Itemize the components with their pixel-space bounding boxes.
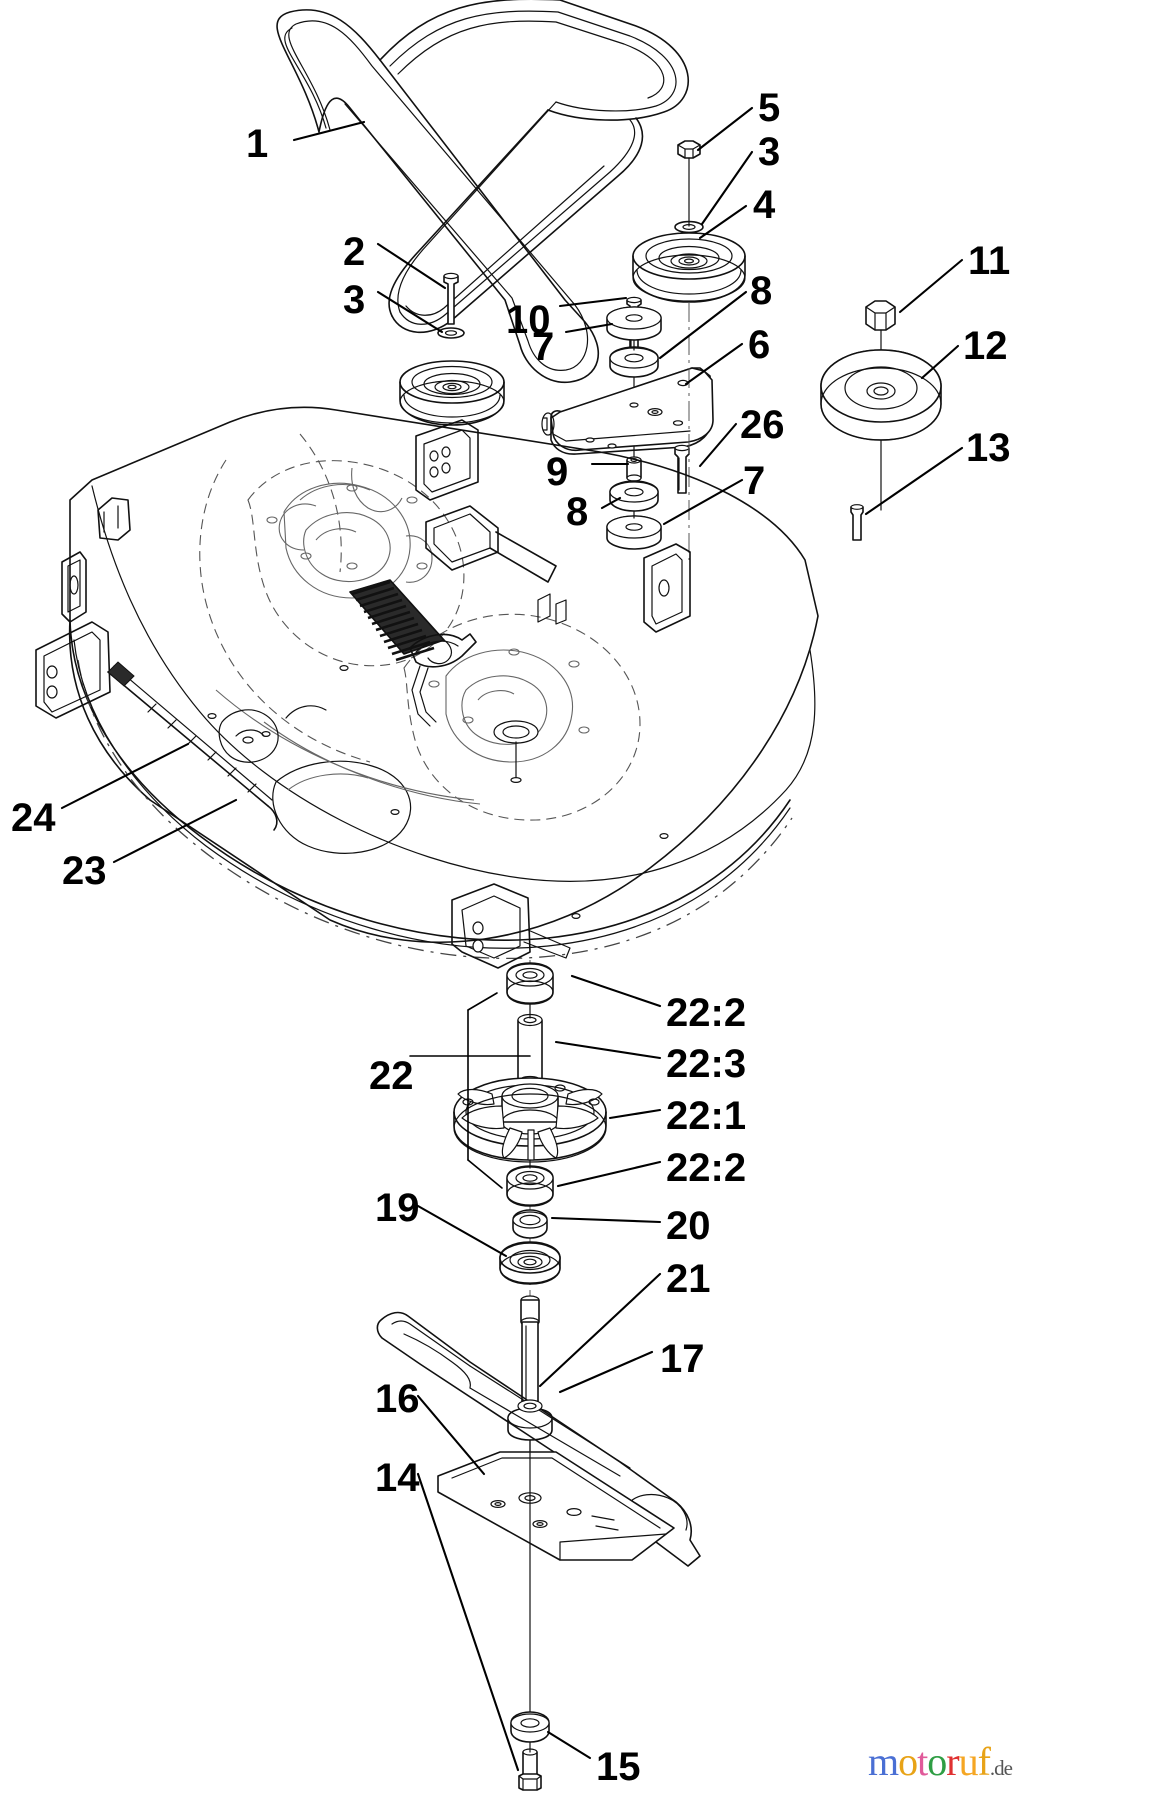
watermark-letter-o2: o [927,1739,947,1784]
part-cutting-blade-17 [376,1311,701,1567]
callout-23: 23 [62,849,107,893]
callout-12: 12 [963,324,1008,368]
part-carriage-bolt-26 [674,444,690,494]
callout-8-lower: 8 [566,490,589,534]
watermark-letter-m: m [868,1739,899,1784]
part-carriage-bolt-13 [850,504,864,541]
part-flat-pulley-12 [820,349,942,441]
part-flat-idler-pulley-4 [632,232,746,303]
part-blade-bolt-14 [518,1741,542,1791]
callout-8-upper: 8 [750,269,773,313]
callout-4: 4 [753,183,776,227]
part-extension-spring-24 [349,579,453,665]
callout-16: 16 [375,1377,420,1421]
callout-14: 14 [375,1456,420,1500]
callout-22-1: 22:1 [666,1094,747,1138]
part-idler-link-23 [107,661,278,831]
callout-20: 20 [666,1204,711,1248]
callout-19: 19 [375,1186,420,1230]
callout-15: 15 [596,1745,641,1789]
part-idler-arm-6 [541,367,714,455]
part-washer-3-left [437,327,465,339]
part-spacer-7-upper [606,306,662,341]
part-bearing-spacer-22-3 [517,1013,543,1089]
part-idler-bolt-2 [443,272,459,325]
callout-3-left: 3 [343,278,366,322]
callout-7-upper: 7 [532,325,555,369]
callout-9: 9 [546,450,569,494]
callout-24: 24 [11,796,56,840]
part-spindle-housing-22-1 [453,1077,607,1163]
callout-7-lower: 7 [743,459,766,503]
part-washer-8-lower [609,480,659,512]
group-brace-22 [409,992,531,1189]
callout-22: 22 [369,1054,414,1098]
watermark-motoruf: motoruf.de [868,1739,1013,1784]
callout-5: 5 [758,86,781,130]
part-washer-3-upper [674,220,704,234]
callout-22-2-upper: 22:2 [666,991,747,1035]
part-mower-deck [35,406,819,969]
part-link-hook [218,705,327,763]
watermark-letter-u: u [958,1739,979,1784]
part-shim-washer-20 [512,1209,548,1239]
callout-13: 13 [966,426,1011,470]
watermark-letter-t: t [917,1739,928,1784]
part-spacer-7-lower [606,515,662,550]
callout-21: 21 [666,1257,711,1301]
callout-10: 10 [506,298,551,342]
callout-17: 17 [660,1337,705,1381]
part-idler-arm-on-deck [409,633,477,727]
part-stiffener-plate-16 [437,1451,675,1561]
callout-6: 6 [748,323,771,367]
part-retainer-washer-19 [499,1241,561,1285]
callout-22-3: 22:3 [666,1042,747,1086]
callout-3-upper: 3 [758,130,781,174]
part-spindle-bearing-22-2-upper [506,962,554,1005]
callout-11: 11 [968,239,1011,283]
part-hex-nut-11 [865,300,896,331]
watermark-letter-o1: o [898,1739,918,1784]
watermark-letter-f: f [977,1739,991,1784]
watermark-letter-r: r [946,1739,959,1784]
part-blade-washer-15 [510,1711,550,1743]
callout-2: 2 [343,230,366,274]
part-locknut-5 [677,140,701,159]
part-drive-belt [276,0,689,383]
leader-lines [60,106,964,1772]
callout-1: 1 [246,122,269,166]
part-washer-8-upper [609,346,659,378]
part-spindle-bearing-22-2-lower [506,1165,554,1207]
callout-22-2-lower: 22:2 [666,1146,747,1190]
watermark-suffix: .de [989,1756,1013,1780]
part-idler-pulley-left [399,360,505,426]
callout-26: 26 [740,403,785,447]
